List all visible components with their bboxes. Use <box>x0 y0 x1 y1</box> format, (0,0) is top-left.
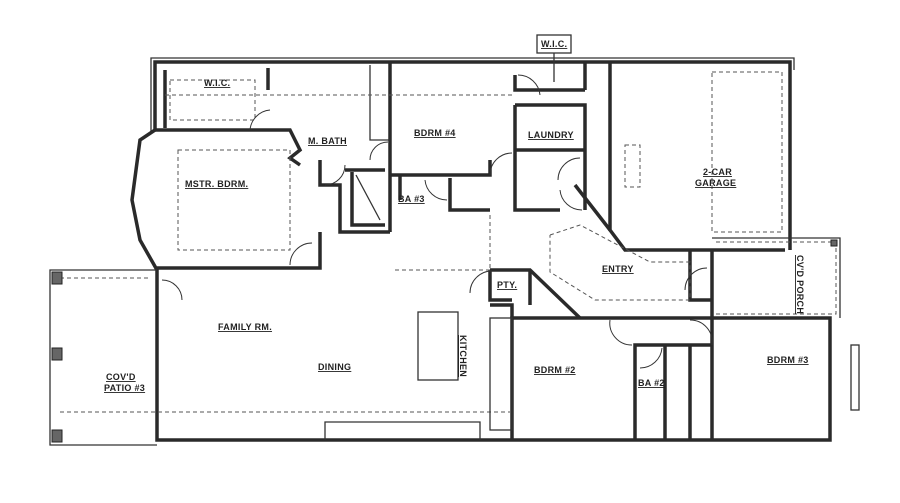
label-entry: ENTRY <box>602 264 634 274</box>
label-garage-2: GARAGE <box>695 178 736 188</box>
label-dining: DINING <box>318 362 351 372</box>
doors <box>161 74 713 369</box>
label-patio-1: COV'D <box>106 372 136 382</box>
label-master-bedroom: MSTR. BDRM. <box>185 179 248 189</box>
label-bath-2: BA #2 <box>638 378 665 388</box>
label-garage-1: 2-CAR <box>703 167 732 177</box>
label-porch: CV'D PORCH <box>795 255 805 314</box>
label-wic-top: W.I.C. <box>541 39 567 49</box>
label-bedroom-3: BDRM #3 <box>767 355 809 365</box>
label-bedroom-2: BDRM #2 <box>534 365 576 375</box>
label-kitchen: KITCHEN <box>458 335 468 377</box>
exterior-walls <box>130 57 832 442</box>
label-laundry: LAUNDRY <box>528 130 574 140</box>
kitchen-island <box>324 311 860 440</box>
label-pantry: PTY. <box>497 280 517 290</box>
room-labels: W.I.C. W.I.C. M. BATH BDRM #4 LAUNDRY MS… <box>104 39 809 393</box>
label-master-bath: M. BATH <box>308 136 347 146</box>
interior-walls <box>155 62 712 440</box>
porch-outline <box>712 237 841 318</box>
label-wic-master: W.I.C. <box>204 78 230 88</box>
ceiling-lines <box>165 71 783 301</box>
label-bath-3: BA #3 <box>398 194 425 204</box>
label-patio-2: PATIO #3 <box>104 383 145 393</box>
label-bedroom-4: BDRM #4 <box>414 128 456 138</box>
patio-outline <box>49 269 510 446</box>
label-family-room: FAMILY RM. <box>218 322 272 332</box>
